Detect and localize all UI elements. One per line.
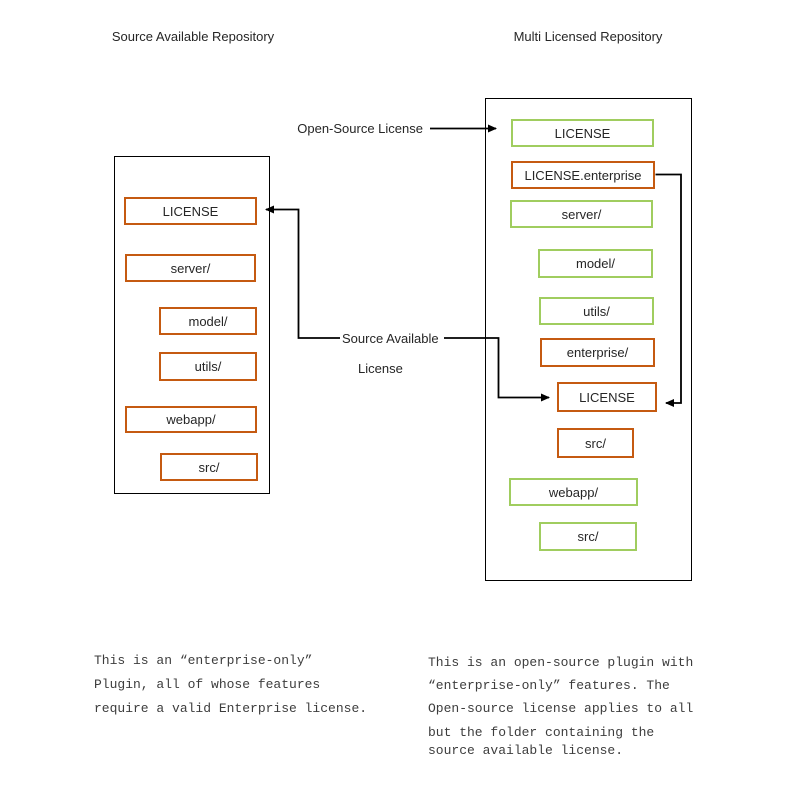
open-source-license-label: Open-Source License: [297, 121, 423, 136]
left-node-src: src/: [160, 453, 258, 481]
left-note-line: This is an “enterprise-only”: [94, 653, 313, 668]
left-node-license: LICENSE: [124, 197, 257, 225]
right-note-line: “enterprise-only” features. The: [428, 678, 670, 693]
left-node-server: server/: [125, 254, 256, 282]
right-node-webapp: webapp/: [509, 478, 638, 506]
right-node-src: src/: [539, 522, 637, 551]
right-note-line: Open-source license applies to all: [428, 701, 694, 716]
arrow-source-available-to-left-license: [265, 205, 340, 339]
right-repo-title: Multi Licensed Repository: [513, 29, 663, 44]
right-node-server: server/: [510, 200, 653, 228]
left-node-utils: utils/: [159, 352, 257, 381]
right-node-src-enterprise: src/: [557, 428, 634, 458]
right-note-line: This is an open-source plugin with: [428, 655, 694, 670]
left-node-webapp: webapp/: [125, 406, 257, 433]
left-note-line: require a valid Enterprise license.: [94, 701, 368, 716]
right-node-license-enterprise: LICENSE.enterprise: [511, 161, 655, 189]
right-node-license-inner: LICENSE: [557, 382, 657, 412]
right-note-line: but the folder containing the: [428, 725, 655, 740]
source-available-label-line2: License: [358, 361, 403, 376]
left-note-line: Plugin, all of whose features: [94, 677, 321, 692]
left-node-model: model/: [159, 307, 257, 335]
source-available-label-line1: Source Available: [342, 331, 439, 346]
right-node-license-opensource: LICENSE: [511, 119, 654, 147]
right-node-enterprise-folder: enterprise/: [540, 338, 655, 367]
right-node-utils: utils/: [539, 297, 654, 325]
left-repo-title: Source Available Repository: [111, 29, 275, 44]
right-node-model: model/: [538, 249, 653, 278]
right-note-line: source available license.: [428, 743, 624, 758]
